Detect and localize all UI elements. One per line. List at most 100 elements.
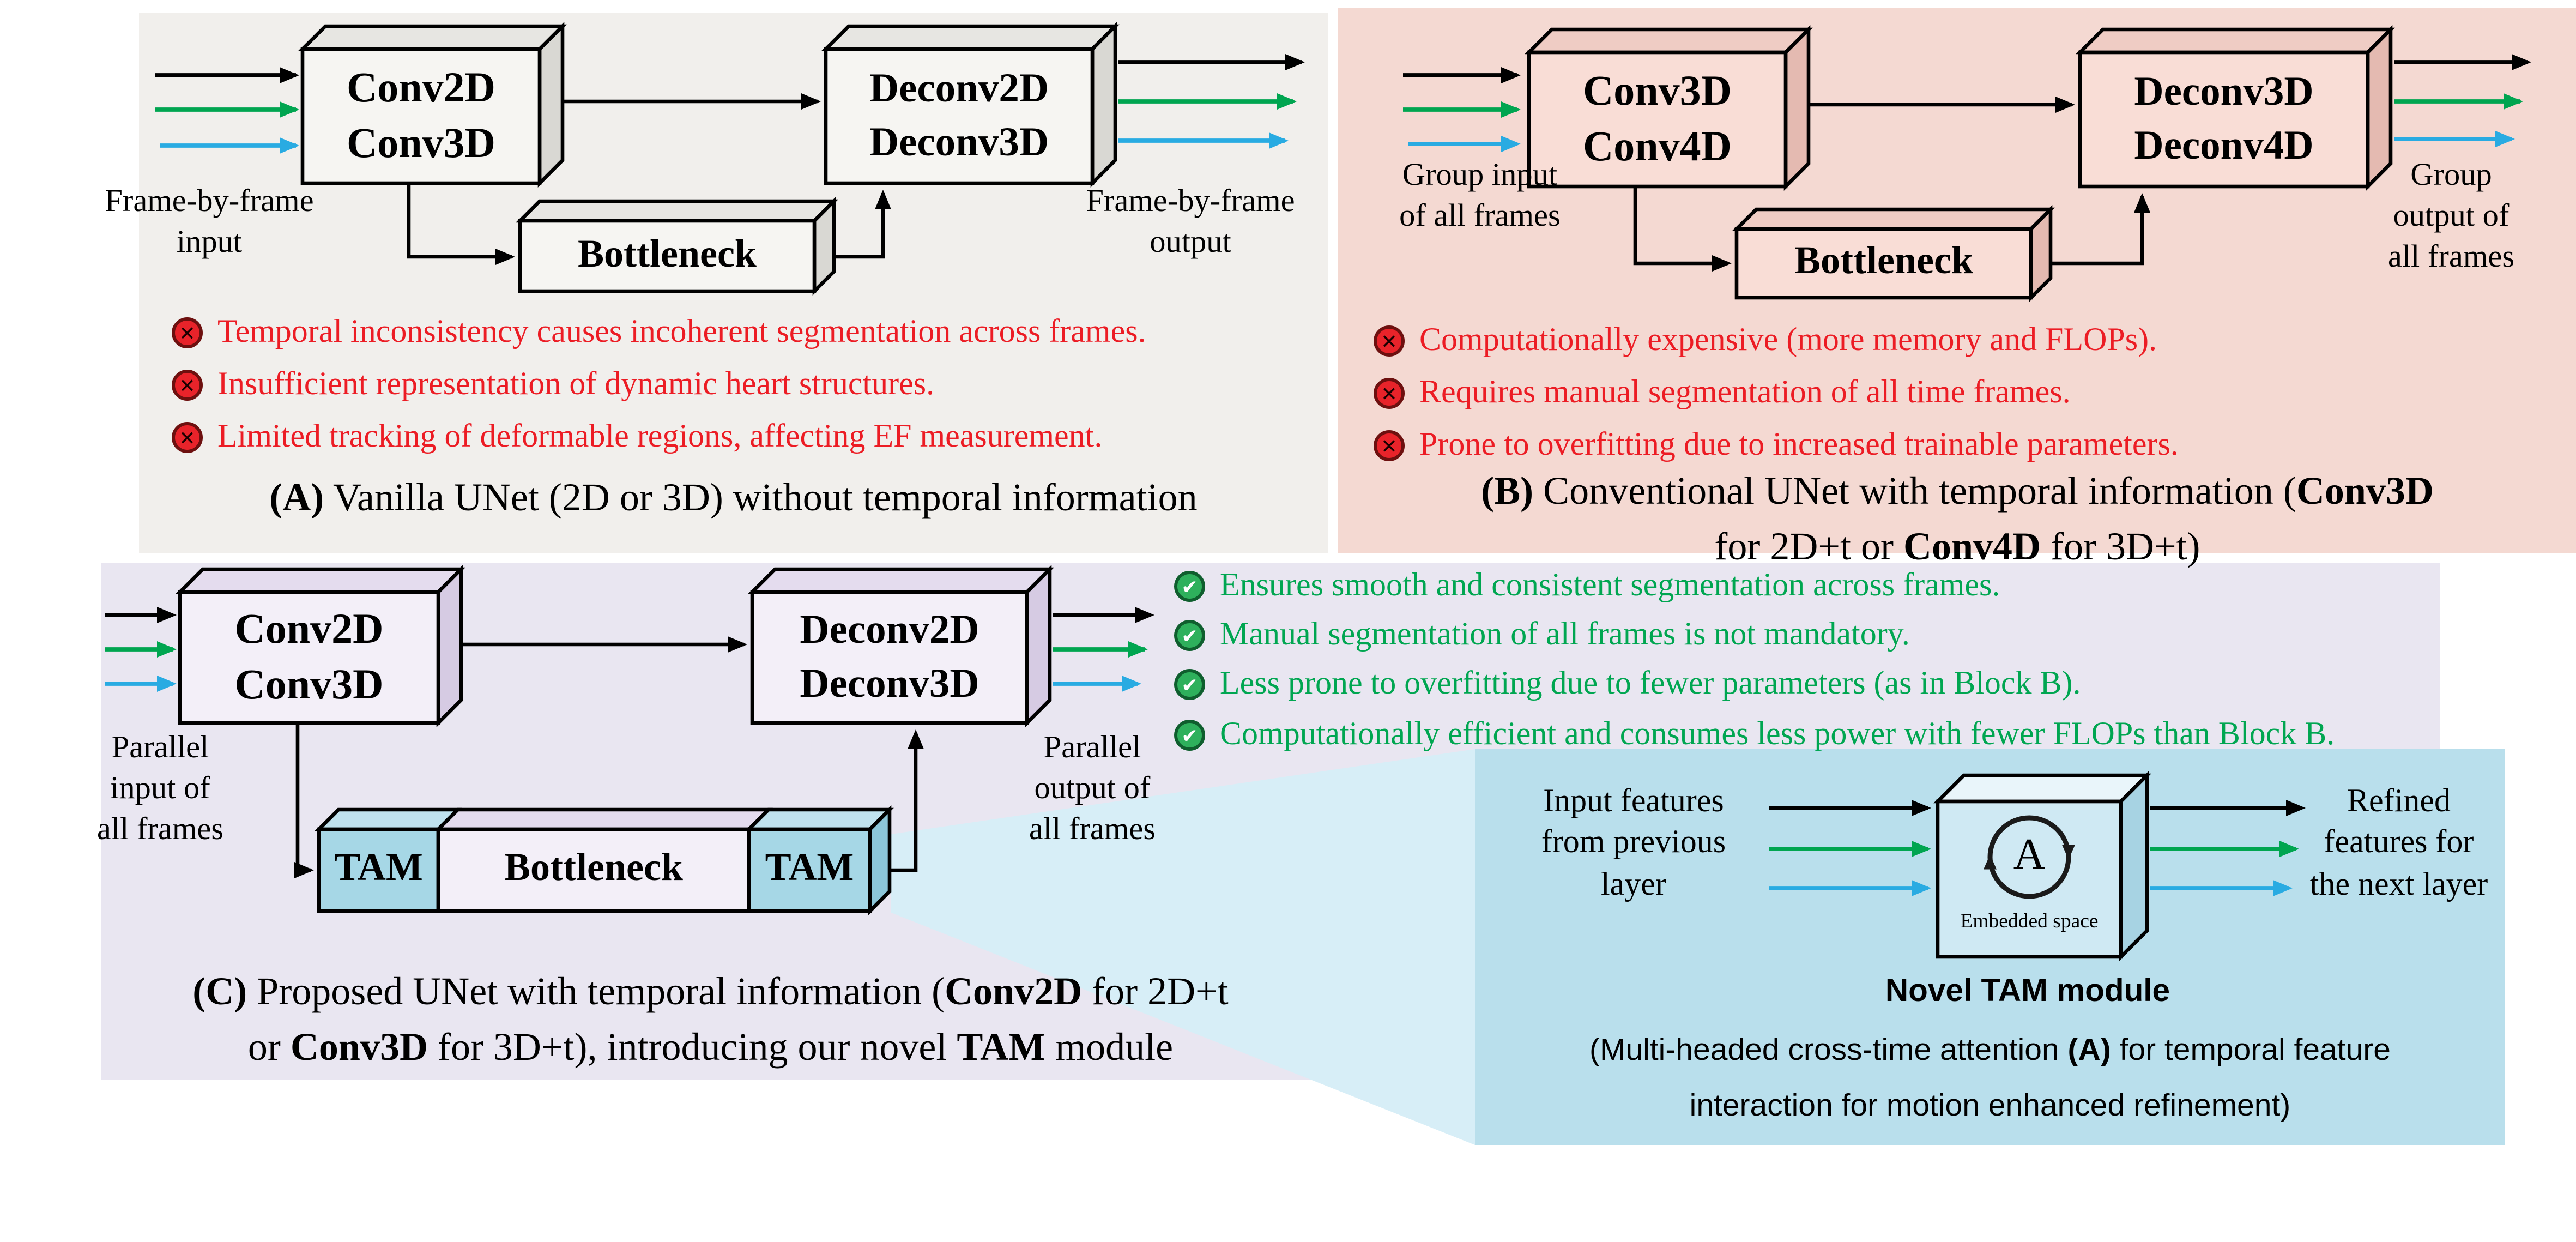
bottleneck-c-label: Bottleneck bbox=[504, 847, 683, 890]
deconv2d-label: Deconv2D bbox=[869, 67, 1049, 111]
cycle-arrow-top bbox=[1987, 815, 2075, 860]
con-text: Limited tracking of deformable regions, … bbox=[217, 419, 1103, 455]
con-text: Prone to overfitting due to increased tr… bbox=[1419, 427, 2179, 463]
bottleneck-box-c bbox=[436, 827, 751, 913]
panel-b-caption: (B) Conventional UNet with temporal info… bbox=[1481, 471, 2434, 569]
panel-b-con-3: ✕ Prone to overfitting due to increased … bbox=[1374, 427, 2179, 465]
panel-c-pro-1: ✔ Ensures smooth and consistent segmenta… bbox=[1174, 568, 2000, 605]
conv-box-b bbox=[1525, 25, 1813, 191]
deconv3d-label: Deconv3D bbox=[869, 121, 1049, 165]
cross-icon: ✕ bbox=[172, 370, 203, 401]
check-icon: ✔ bbox=[1174, 571, 1205, 602]
panel-a-con-1: ✕ Temporal inconsistency causes incohere… bbox=[172, 314, 1146, 352]
tam-inset-diagram bbox=[1769, 771, 2306, 961]
bottleneck-b-label: Bottleneck bbox=[1794, 240, 1973, 284]
panel-a-diagram bbox=[155, 22, 1305, 296]
panel-c-pro-3: ✔ Less prone to overfitting due to fewer… bbox=[1174, 666, 2081, 703]
tam1-label: TAM bbox=[334, 847, 423, 890]
conn-c-conv-tam bbox=[294, 723, 314, 878]
deconv3d-label: Deconv3D bbox=[2134, 70, 2314, 114]
conv-box-c-label: Conv2D Conv3D bbox=[180, 592, 438, 723]
pro-text: Less prone to overfitting due to fewer p… bbox=[1220, 666, 2081, 702]
con-text: Requires manual segmentation of all time… bbox=[1419, 375, 2071, 411]
inset-title: Novel TAM module bbox=[1885, 973, 2170, 1009]
bottleneck-top bbox=[434, 807, 773, 831]
panel-a-con-3: ✕ Limited tracking of deformable regions… bbox=[172, 419, 1102, 456]
panel-c-input-label: Parallel input of all frames bbox=[96, 731, 224, 847]
deconv4d-label: Deconv4D bbox=[2134, 124, 2314, 168]
deconv3d-label: Deconv3D bbox=[800, 662, 979, 707]
deconv-box-a bbox=[821, 22, 1120, 188]
conv3d-label: Conv3D bbox=[346, 119, 495, 167]
conv-box-b-label: Conv3D Conv4D bbox=[1529, 52, 1786, 186]
panel-b-diagram bbox=[1403, 25, 2531, 302]
panel-a-con-2: ✕ Insufficient representation of dynamic… bbox=[172, 366, 934, 404]
tam-bottleneck-row bbox=[315, 805, 894, 915]
tam2-label: TAM bbox=[765, 847, 854, 890]
cross-icon: ✕ bbox=[1374, 430, 1405, 461]
inset-output-label: Refined features for the next layer bbox=[2309, 783, 2488, 903]
panel-a-input-label: Frame-by-frame input bbox=[105, 185, 314, 260]
tam2-side bbox=[868, 805, 892, 915]
conv-box-a bbox=[298, 22, 567, 188]
conn-a-conv-bottleneck bbox=[407, 183, 515, 265]
bottleneck-a-label: Bottleneck bbox=[578, 233, 757, 276]
conv3d-label: Conv3D bbox=[234, 661, 384, 708]
tam1-top bbox=[315, 807, 462, 831]
panel-a-output-label: Frame-by-frame output bbox=[1086, 185, 1295, 260]
panel-b-input-label: Group input of all frames bbox=[1399, 159, 1561, 234]
conn-c-tam-deconv bbox=[890, 729, 924, 872]
con-text: Computationally expensive (more memory a… bbox=[1419, 322, 2157, 358]
conn-b-bottleneck-deconv bbox=[2051, 193, 2150, 266]
panel-c-diagram bbox=[105, 565, 1154, 915]
conn-a-bottleneck-deconv bbox=[834, 190, 891, 259]
tam2-top bbox=[745, 807, 894, 831]
tam2-box bbox=[747, 827, 872, 913]
check-icon: ✔ bbox=[1174, 669, 1205, 700]
conv-box-c bbox=[176, 565, 465, 727]
pro-text: Manual segmentation of all frames is not… bbox=[1220, 617, 1910, 653]
conv-box-a-label: Conv2D Conv3D bbox=[303, 49, 540, 183]
deconv-box-a-label: Deconv2D Deconv3D bbox=[826, 49, 1092, 183]
cross-icon: ✕ bbox=[172, 422, 203, 453]
panel-b-con-2: ✕ Requires manual segmentation of all ti… bbox=[1374, 375, 2071, 412]
inset-description: (Multi-headed cross-time attention (A) f… bbox=[1589, 1034, 2391, 1124]
cycle-arrow-bottom bbox=[1984, 854, 2071, 899]
attention-letter: A bbox=[2013, 829, 2046, 878]
cross-icon: ✕ bbox=[172, 317, 203, 348]
conv3d-label: Conv3D bbox=[1582, 67, 1732, 114]
panel-c-caption: (C) Proposed UNet with temporal informat… bbox=[192, 972, 1229, 1069]
conn-b-conv-bottleneck bbox=[1633, 186, 1732, 272]
embedded-space-label: Embedded space bbox=[1960, 909, 2099, 932]
tam1-box bbox=[317, 827, 440, 913]
panel-c-pro-2: ✔ Manual segmentation of all frames is n… bbox=[1174, 617, 1910, 654]
conv4d-label: Conv4D bbox=[1582, 123, 1732, 170]
con-text: Insufficient representation of dynamic h… bbox=[217, 366, 935, 402]
panel-c-output-label: Parallel output of all frames bbox=[1029, 731, 1156, 847]
bottleneck-box-b bbox=[1732, 205, 2055, 302]
deconv-box-c-label: Deconv2D Deconv3D bbox=[752, 592, 1027, 723]
deconv2d-label: Deconv2D bbox=[800, 608, 979, 653]
con-text: Temporal inconsistency causes incoherent… bbox=[217, 314, 1146, 350]
tam-cube bbox=[1933, 771, 2151, 961]
panel-c-pro-4: ✔ Computationally efficient and consumes… bbox=[1174, 716, 2335, 754]
deconv-box-b bbox=[2076, 25, 2395, 191]
cross-icon: ✕ bbox=[1374, 378, 1405, 409]
conv2d-label: Conv2D bbox=[234, 605, 384, 653]
pro-text: Computationally efficient and consumes l… bbox=[1220, 716, 2335, 752]
zoom-wedge bbox=[891, 749, 1475, 1145]
check-icon: ✔ bbox=[1174, 720, 1205, 751]
inset-input-label: Input features from previous layer bbox=[1541, 783, 1726, 903]
bottleneck-box-a bbox=[516, 197, 838, 296]
pro-text: Ensures smooth and consistent segmentati… bbox=[1220, 568, 2000, 604]
conv2d-label: Conv2D bbox=[346, 63, 495, 111]
cross-icon: ✕ bbox=[1374, 325, 1405, 357]
panel-a-caption: (A) Vanilla UNet (2D or 3D) without temp… bbox=[269, 478, 1198, 520]
deconv-box-c bbox=[748, 565, 1054, 727]
panel-b-con-1: ✕ Computationally expensive (more memory… bbox=[1374, 322, 2157, 360]
check-icon: ✔ bbox=[1174, 620, 1205, 651]
deconv-box-b-label: Deconv3D Deconv4D bbox=[2080, 52, 2368, 186]
